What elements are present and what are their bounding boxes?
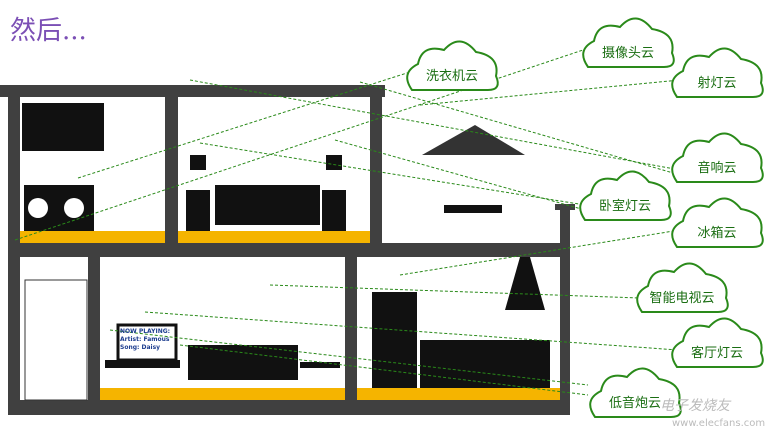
cloud-label: 客厅灯云 bbox=[691, 345, 743, 361]
watermark-logo: 电子发烧友 bbox=[660, 398, 730, 414]
cloud-shape bbox=[579, 170, 672, 221]
cloud-label: 智能电视云 bbox=[649, 291, 714, 306]
cloud-shape bbox=[589, 367, 682, 418]
cloud-label: 洗衣机云 bbox=[426, 68, 478, 84]
cloud-shape bbox=[671, 47, 764, 98]
cloud-label: 音响云 bbox=[697, 160, 736, 176]
cloud-label: 冰箱云 bbox=[697, 225, 736, 241]
furniture bbox=[22, 103, 550, 388]
cloud-shape bbox=[671, 132, 764, 183]
slide-title: 然后... bbox=[10, 16, 87, 46]
tv-now-playing: NOW PLAYING: bbox=[120, 328, 171, 335]
cloud-label: 摄像头云 bbox=[602, 46, 654, 61]
tv-screen: NOW PLAYING: Artist: Famous Song: Daisy bbox=[120, 328, 172, 352]
cloud-label: 低音炮云 bbox=[609, 395, 661, 411]
cloud-shape bbox=[582, 17, 675, 68]
tv-song: Song: Daisy bbox=[120, 344, 161, 351]
front-door bbox=[24, 279, 88, 401]
watermark-url: www.elecfans.com bbox=[672, 418, 766, 429]
cloud-label: 射灯云 bbox=[697, 75, 736, 91]
house-structure bbox=[0, 85, 575, 415]
cloud-shape bbox=[406, 40, 499, 91]
cloud-label: 卧室灯云 bbox=[599, 198, 651, 214]
connection-lines bbox=[14, 49, 681, 396]
floors bbox=[20, 231, 560, 400]
tv-artist: Artist: Famous bbox=[120, 336, 170, 343]
cloud-shape bbox=[636, 262, 729, 313]
cloud-shape bbox=[671, 317, 764, 368]
cloud-shape bbox=[671, 197, 764, 248]
